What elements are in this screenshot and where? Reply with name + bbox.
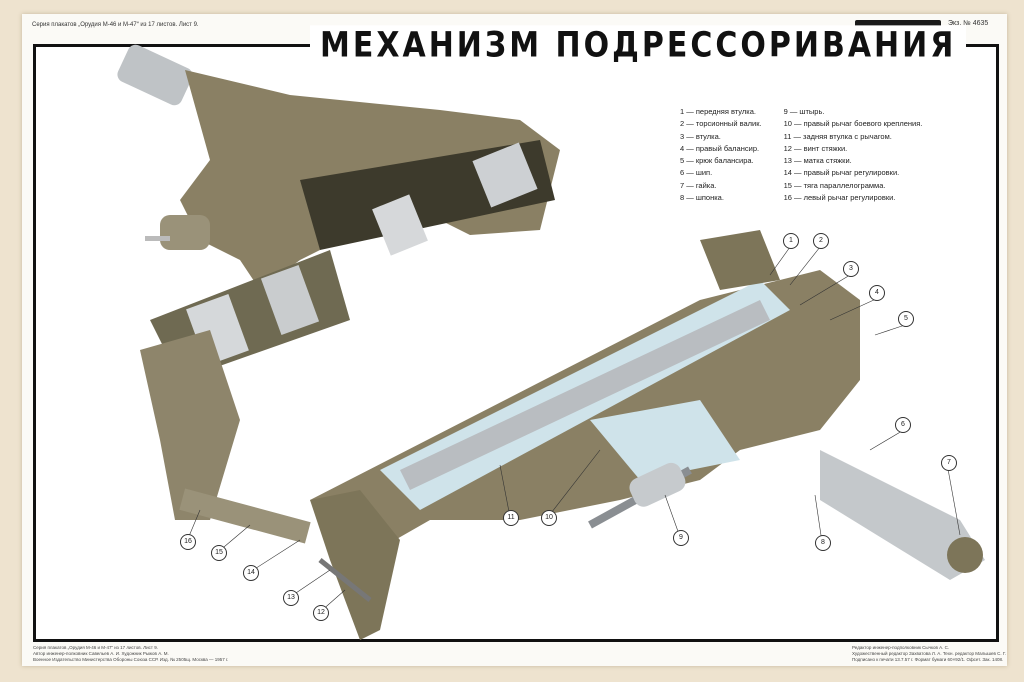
callout-8: 8 [815, 535, 831, 551]
series-caption: Серия плакатов „Орудия М-46 и М-47“ из 1… [32, 22, 199, 28]
legend-item: 7 — гайка. [680, 180, 717, 190]
legend-column-1: 1 — передняя втулка. 2 — торсионный вали… [680, 106, 762, 204]
callout-5: 5 [898, 311, 914, 327]
legend-item: 5 — крюк балансира. [680, 156, 754, 166]
callout-2: 2 [813, 233, 829, 249]
callout-7: 7 [941, 455, 957, 471]
footer-credits-right: Редактор инженер-подполковник Сычков А. … [852, 645, 1006, 663]
callout-12: 12 [313, 605, 329, 621]
footer-line: Автор инженер-полковник Савельев А. И. Х… [33, 651, 169, 656]
legend-item: 3 — втулка. [680, 131, 721, 141]
callout-9: 9 [673, 530, 689, 546]
callout-13: 13 [283, 590, 299, 606]
callout-16: 16 [180, 534, 196, 550]
legend-item: 9 — штырь. [783, 107, 825, 116]
left-axle-assembly [117, 44, 560, 544]
callout-4: 4 [869, 285, 885, 301]
legend-item: 14 — правый рычаг регулировки. [783, 168, 900, 178]
redacted-stamp [855, 20, 941, 29]
legend-item: 12 — винт стяжки. [783, 143, 848, 153]
legend-item: 4 — правый балансир. [680, 143, 760, 153]
footer-line: Редактор инженер-подполковник Сычков А. … [852, 645, 950, 650]
callout-1: 1 [783, 233, 799, 249]
legend-item: 6 — шип. [680, 168, 713, 178]
legend-column-2: 9 — штырь. 10 — правый рычаг боевого кре… [784, 106, 923, 204]
copy-number: Экз. № 4635 [948, 20, 989, 27]
callout-15: 15 [211, 545, 227, 561]
callout-3: 3 [843, 261, 859, 277]
legend-item: 10 — правый рычаг боевого крепления. [783, 119, 923, 129]
footer-line: Военное Издательство Министерства Оборон… [33, 657, 229, 662]
parts-legend: 1 — передняя втулка. 2 — торсионный вали… [680, 106, 922, 204]
callout-6: 6 [895, 417, 911, 433]
legend-item: 15 — тяга параллелограмма. [783, 180, 886, 190]
callout-11: 11 [503, 510, 519, 526]
legend-item: 2 — торсионный валик. [680, 119, 762, 129]
legend-item: 8 — шпонка. [680, 193, 724, 203]
right-axle-assembly [310, 230, 985, 640]
legend-item: 13 — матка стяжки. [783, 156, 852, 166]
footer-line: Подписано к печати 13.7.57 г. Формат бум… [852, 657, 1004, 662]
footer-line: Художественный редактор Захватова Л. А. … [852, 651, 1007, 656]
leader-lines [186, 246, 961, 613]
legend-item: 11 — задняя втулка с рычагом. [783, 131, 892, 141]
legend-item: 1 — передняя втулка. [680, 107, 756, 116]
callout-10: 10 [541, 510, 557, 526]
footer-line: Серия плакатов „Орудия М-46 и М-47“ из 1… [33, 645, 158, 650]
footer-credits-left: Серия плакатов „Орудия М-46 и М-47“ из 1… [33, 645, 228, 663]
callout-14: 14 [243, 565, 259, 581]
page-title: МЕХАНИЗМ ПОДРЕССОРИВАНИЯ [310, 25, 967, 66]
legend-item: 16 — левый рычаг регулировки. [783, 193, 896, 203]
